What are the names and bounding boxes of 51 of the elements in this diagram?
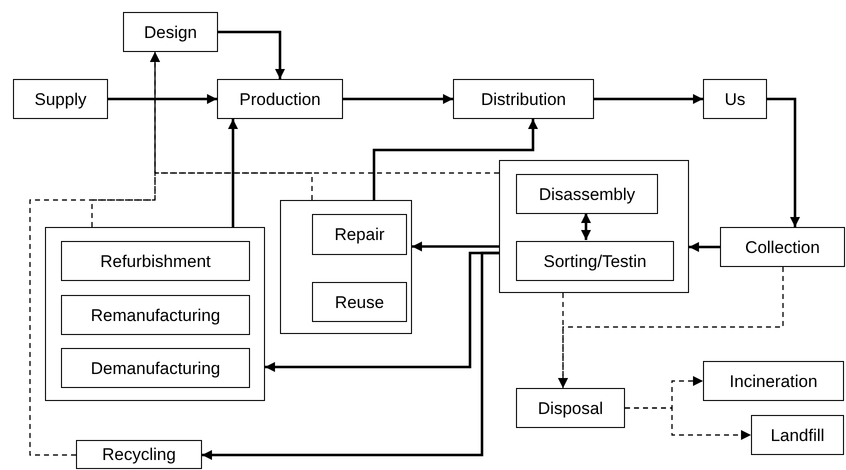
process-box [453,79,594,119]
node-label: Distribution [480,90,566,108]
process-box [61,348,250,388]
group-box [45,227,265,401]
process-box [312,282,407,322]
node-label: Refurbishment [100,252,211,270]
arrow [558,267,784,388]
node-label: Recycling [102,446,176,463]
process-box [516,388,625,428]
process-box [61,241,250,281]
node-label: Collection [745,238,820,256]
node-label: Design [144,24,197,40]
process-box [516,174,658,214]
process-box [703,361,844,401]
process-box [61,295,250,335]
process-box [217,79,343,119]
process-box [751,415,844,455]
node-label: Us [724,90,746,108]
arrow [581,213,591,240]
arrow [372,119,538,200]
node-label: Landfill [770,426,824,444]
node-label: Disposal [538,400,604,416]
arrow [228,119,238,227]
arrow [202,252,499,460]
process-box [123,12,218,52]
node-label: Production [239,90,321,108]
arrow [767,98,800,227]
process-box [703,79,767,119]
node-label: Demanufacturing [90,360,220,376]
group-box [280,200,412,334]
arrow [625,407,751,440]
node-label: Repair [334,226,385,243]
arrow [689,242,720,252]
process-box [76,440,202,469]
arrow [150,52,499,174]
process-box [13,79,108,119]
node-label: Supply [34,90,86,108]
arrow [108,94,217,104]
group-box [499,160,689,293]
node-label: Disassembly [538,186,636,202]
arrow [412,242,499,252]
node-label: Remanufacturing [90,306,220,324]
arrow [343,94,453,104]
arrow [218,30,285,79]
process-box [516,241,674,281]
process-box [312,214,407,255]
node-label: Sorting/Testin [544,252,646,270]
node-label: Incineration [730,372,818,390]
arrow [594,94,703,104]
node-label: Reuse [334,294,384,310]
process-box [720,227,845,267]
